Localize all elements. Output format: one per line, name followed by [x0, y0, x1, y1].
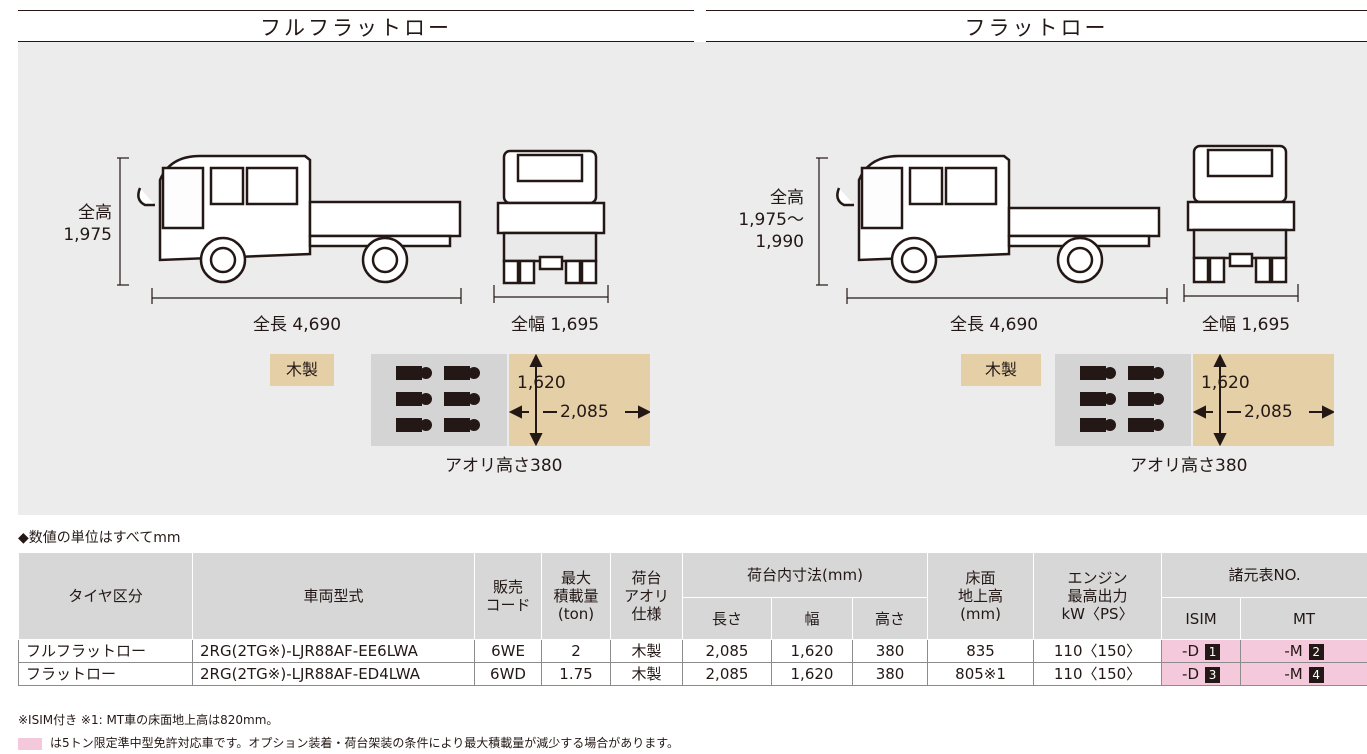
- header-rule-top-right: [706, 10, 1367, 11]
- th-code: 販売コード: [474, 552, 542, 640]
- th-mt: MT: [1240, 597, 1367, 640]
- material-badge-left: 木製: [270, 354, 334, 386]
- footnote-license-text: は5トン限定準中型免許対応車です。オプション装着・荷台架装の条件により最大積載量…: [50, 736, 679, 750]
- cargo-length-right: 2,085: [1244, 401, 1293, 423]
- cell-model: 2RG(2TG※)-LJR88AF-ED4LWA: [192, 662, 475, 686]
- truck-rear-view-left: [493, 149, 609, 303]
- cargo-grey-left: [371, 354, 507, 446]
- length-label-left: 全長 4,690: [253, 315, 342, 335]
- footnote-isim: ※ISIM付き ※1: MT車の床面地上高は820mm。: [18, 713, 279, 727]
- cargo-arrows-left: [509, 354, 650, 446]
- th-load: 最大積載量(ton): [541, 552, 611, 640]
- spec-number-badge: 2: [1308, 643, 1324, 660]
- header-rule-bottom-left: [18, 41, 694, 42]
- cell-model: 2RG(2TG※)-LJR88AF-EE6LWA: [192, 639, 475, 663]
- cell-load: 2: [541, 639, 611, 663]
- tailgate-left: アオリ高さ380: [445, 456, 563, 476]
- spec-table: タイヤ区分 車両型式 販売コード 最大積載量(ton) 荷台アオリ仕様 荷台内寸…: [18, 552, 1367, 686]
- cargo-height-right: 1,620: [1201, 373, 1250, 393]
- material-badge-right: 木製: [961, 354, 1041, 386]
- cell-load: 1.75: [541, 662, 611, 686]
- length-label-right: 全長 4,690: [950, 315, 1039, 335]
- th-model: 車両型式: [192, 552, 475, 640]
- cell-wid: 1,620: [771, 639, 853, 663]
- spec-number-badge: 1: [1205, 643, 1221, 660]
- cell-engine: 110〈150〉: [1033, 639, 1163, 663]
- cargo-grey-right: [1055, 354, 1191, 446]
- th-floor: 床面地上高(mm): [927, 552, 1035, 640]
- cell-bed: 木製: [610, 639, 683, 663]
- cell-bed: 木製: [610, 662, 683, 686]
- cargo-length-left: 2,085: [560, 401, 609, 423]
- cell-code: 6WE: [474, 639, 542, 663]
- th-spec: 諸元表NO.: [1161, 552, 1367, 598]
- cell-len: 2,085: [682, 639, 772, 663]
- width-label-left: 全幅 1,695: [511, 315, 600, 335]
- cargo-dimension-right: [1193, 354, 1334, 446]
- height-value2-right: 1,990: [755, 232, 804, 252]
- th-tire: タイヤ区分: [18, 552, 193, 640]
- table-row: フラットロー 2RG(2TG※)-LJR88AF-ED4LWA 6WD 1.75…: [18, 662, 1367, 686]
- pink-legend-swatch: [18, 737, 42, 750]
- truck-side-view-left: [117, 154, 462, 304]
- th-isim: ISIM: [1161, 597, 1242, 640]
- cell-engine: 110〈150〉: [1033, 662, 1163, 686]
- cell-code: 6WD: [474, 662, 542, 686]
- th-wid: 幅: [771, 597, 853, 640]
- header-rule-top-left: [18, 10, 694, 11]
- cell-hgt: 380: [851, 662, 929, 686]
- cargo-load-icon-right: [1080, 366, 1164, 432]
- cargo-load-icon-left: [396, 366, 480, 432]
- cargo-height-left: 1,620: [517, 373, 566, 393]
- cargo-arrows-right: [1193, 354, 1334, 446]
- header-rule-bottom-right: [706, 41, 1367, 42]
- spec-number-badge: 3: [1205, 666, 1221, 683]
- tailgate-right: アオリ高さ380: [1130, 456, 1248, 476]
- cell-floor: 805※1: [927, 662, 1035, 686]
- table-row: フルフラットロー 2RG(2TG※)-LJR88AF-EE6LWA 6WE 2 …: [18, 639, 1367, 663]
- th-inner: 荷台内寸法(mm): [681, 552, 929, 598]
- spec-number-badge: 4: [1308, 666, 1324, 683]
- cargo-dimension-left: [509, 354, 650, 446]
- th-len: 長さ: [682, 597, 772, 640]
- height-value-left: 1,975: [63, 225, 112, 245]
- cell-floor: 835: [927, 639, 1035, 663]
- cell-wid: 1,620: [771, 662, 853, 686]
- truck-rear-view-right: [1183, 144, 1299, 302]
- height-label-left: 全高: [78, 203, 112, 223]
- width-label-right: 全幅 1,695: [1202, 315, 1291, 335]
- cell-tire: フルフラットロー: [18, 639, 193, 663]
- height-value-right: 1,975～: [738, 210, 804, 230]
- right-title: フラットロー: [964, 16, 1109, 40]
- cell-hgt: 380: [851, 639, 929, 663]
- cell-len: 2,085: [682, 662, 772, 686]
- height-label-right: 全高: [770, 188, 804, 208]
- unit-note: ◆数値の単位はすべてmm: [18, 530, 181, 546]
- cell-tire: フラットロー: [18, 662, 193, 686]
- truck-side-view-right: [816, 154, 1168, 304]
- th-bed: 荷台アオリ仕様: [610, 552, 683, 640]
- th-hgt: 高さ: [851, 597, 929, 640]
- footnote-license: は5トン限定準中型免許対応車です。オプション装着・荷台架装の条件により最大積載量…: [18, 734, 679, 751]
- left-title: フルフラットロー: [260, 16, 452, 40]
